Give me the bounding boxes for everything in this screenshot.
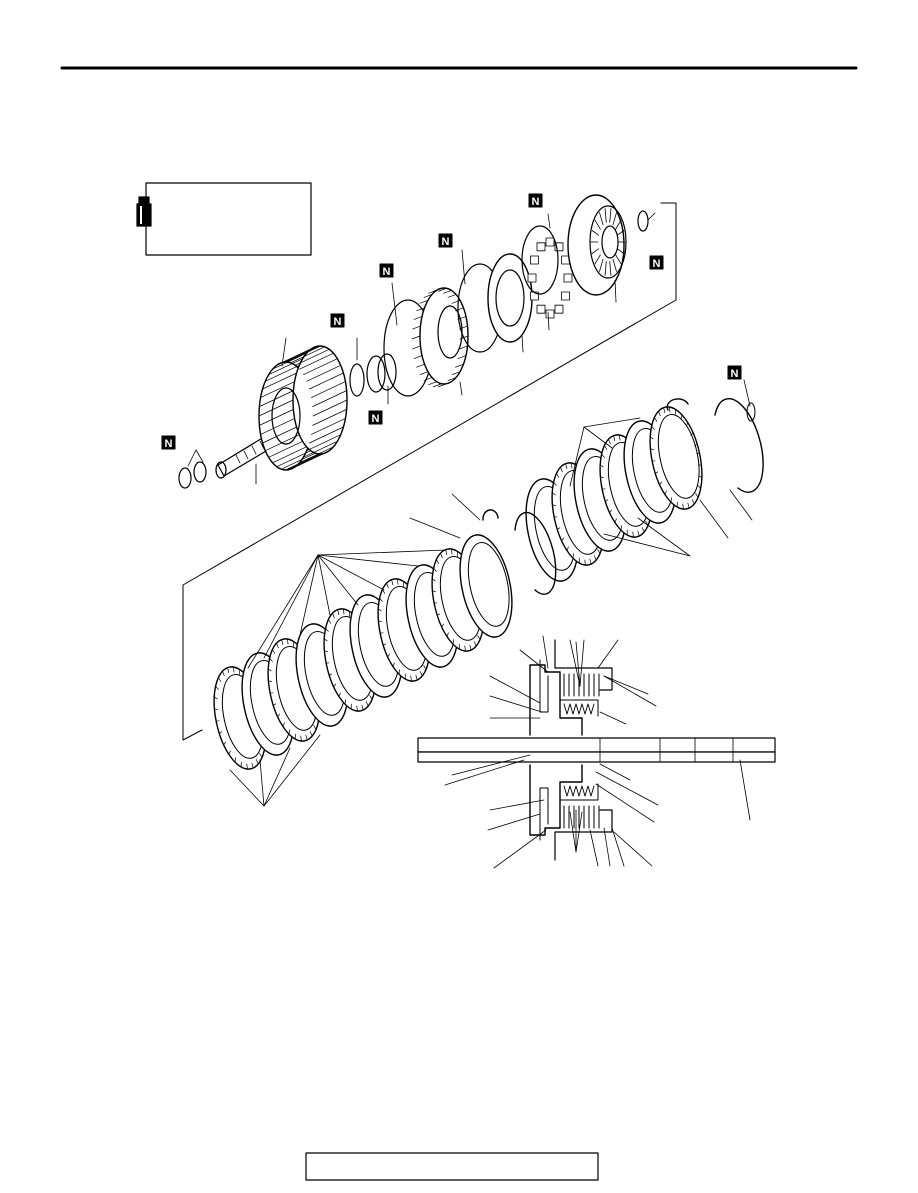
new-part-marker: N: [368, 410, 383, 425]
new-part-marker: N: [649, 255, 664, 270]
section-plates-top: [563, 673, 600, 697]
new-part-marker: N: [379, 263, 394, 278]
return-springs: [527, 237, 573, 319]
section-drum-lower: [529, 764, 613, 861]
section-leader-lines: [444, 635, 751, 869]
section-shaft: [417, 737, 776, 763]
drum-splines: [258, 345, 348, 471]
piston-splines: [411, 287, 469, 388]
leader-lines-upper: [187, 212, 751, 485]
clutch-drum: [258, 345, 348, 471]
clutch-plate: [459, 534, 513, 638]
piston: [383, 287, 469, 397]
new-part-label: N: [731, 368, 739, 380]
snap-rings-small: [349, 353, 397, 397]
new-part-label: N: [383, 266, 391, 278]
footer-box: [305, 1152, 599, 1181]
cross-section-view: [417, 635, 776, 869]
section-drum-upper: [529, 639, 613, 736]
new-part-label: N: [653, 258, 661, 270]
end-plate: [521, 194, 649, 296]
new-part-label: N: [442, 236, 450, 248]
bearing-rollers: [590, 208, 626, 276]
new-part-marker: N: [438, 233, 453, 248]
clutch-plates-upper: [525, 406, 703, 582]
snap-rings-lower: [482, 398, 764, 595]
section-spring-bottom: [563, 785, 595, 797]
new-part-markers: N N N N N N N N: [161, 193, 742, 450]
new-part-marker: N: [330, 313, 345, 328]
clutch-plates-lower: [213, 534, 513, 770]
new-part-label: N: [372, 413, 380, 425]
section-spring-top: [563, 703, 595, 715]
clutch-plate: [649, 406, 703, 510]
new-part-marker: N: [528, 193, 543, 208]
legend-box: [136, 182, 312, 256]
spring-retainer: [457, 253, 533, 353]
leader-lines-lower: [229, 417, 753, 807]
new-part-label: N: [165, 438, 173, 450]
section-plates-bottom: [563, 805, 600, 829]
new-part-label: N: [532, 196, 540, 208]
new-part-label: N: [334, 316, 342, 328]
grease-bottle-icon: [136, 196, 152, 227]
new-part-marker: N: [161, 435, 176, 450]
new-part-marker: N: [727, 365, 742, 380]
assembly-outline: [182, 202, 677, 741]
